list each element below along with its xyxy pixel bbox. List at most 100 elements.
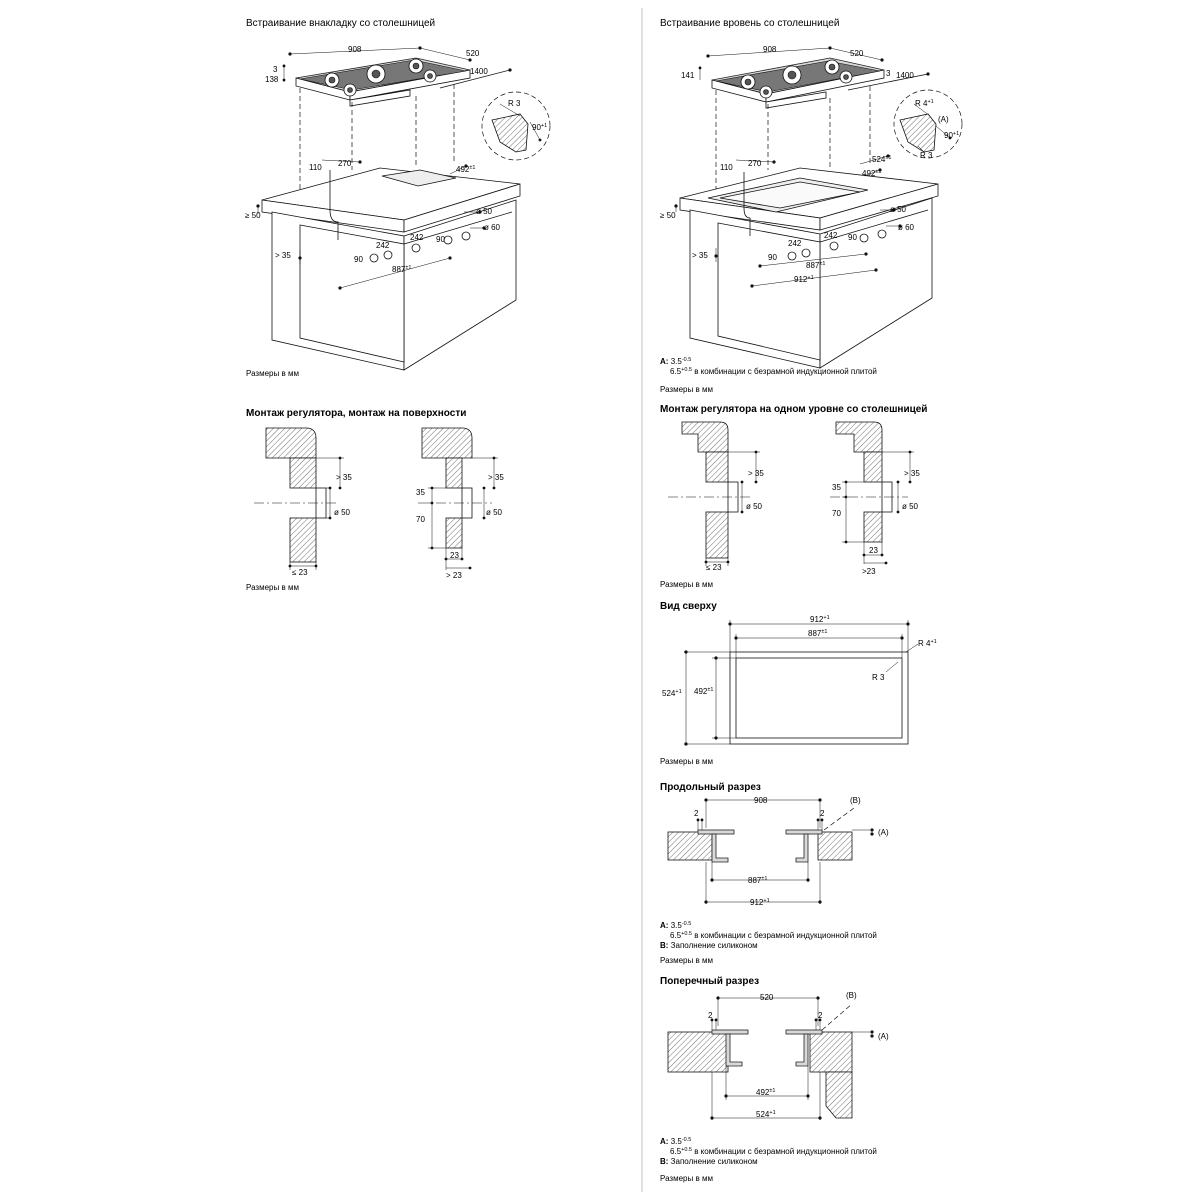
right-note-2: A: 3.5-0.5 6.5+0.5 в комбинации с безрам… — [660, 921, 877, 950]
right-dim-ge50: ≥ 50 — [660, 211, 676, 220]
left-column: Встраивание внакладку со столешницей — [245, 18, 551, 592]
left-ctrl-section-2 — [418, 427, 498, 570]
right-knobs — [787, 229, 887, 261]
right-dim-912: 912+1 — [794, 275, 814, 284]
right-dim-o60: ø 60 — [898, 223, 915, 232]
right-units-1: Размеры в мм — [660, 385, 713, 394]
right-column: Встраивание вровень со столешницей — [660, 18, 963, 1183]
right-note-1: A: 3.5-0.5 6.5+0.5 в комбинации с безрам… — [660, 357, 877, 376]
left-ctrl-23: 23 — [450, 551, 459, 560]
right-dim-492: 492±1 — [862, 169, 881, 178]
right-dim-887: 887±1 — [806, 261, 825, 270]
right-title-ctrl: Монтаж регулятора на одном уровне со сто… — [660, 404, 927, 415]
left-ctrl-70: 70 — [416, 515, 425, 524]
left-dim-270: 270 — [338, 159, 352, 168]
right-dim-90: 90+1 — [944, 131, 959, 140]
right-dim-524: 524±1 — [872, 155, 891, 164]
right-dim-r3: R 3 — [920, 151, 933, 160]
right-ctrl-section-1 — [668, 421, 760, 566]
right-long-a: (A) — [878, 828, 889, 837]
right-dim-a: (A) — [938, 115, 949, 124]
left-dim-90: 90+1 — [532, 123, 547, 132]
right-long-912: 912+1 — [750, 898, 770, 907]
right-view-r3: R 3 — [872, 673, 885, 682]
right-top-view — [684, 620, 919, 746]
right-long-section — [667, 798, 874, 904]
right-long-887: 887±1 — [748, 876, 767, 885]
left-dim-110: 110 — [309, 163, 322, 172]
right-dim-1400: 1400 — [896, 71, 914, 80]
left-dim-o60: ø 60 — [484, 223, 501, 232]
left-units-1: Размеры в мм — [246, 369, 299, 378]
right-dim-242a: 242 — [788, 239, 802, 248]
right-dim-908: 908 — [763, 45, 777, 54]
left-hob-iso-drawing — [256, 46, 551, 371]
right-dim-r4: R 4+1 — [915, 99, 934, 108]
right-dim-o50: ø 50 — [890, 205, 907, 214]
right-cross-a: (A) — [878, 1032, 889, 1041]
left-ctrl-le23: ≤ 23 — [292, 568, 308, 577]
right-cross-2b: 2 — [818, 1011, 823, 1020]
left-ctrl-gt23: > 23 — [446, 571, 462, 580]
right-dim-90b: 90 — [848, 233, 857, 242]
svg-text:A: 3.5-0.5: A: 3.5-0.5 — [660, 921, 691, 930]
left-dim-gt35: > 35 — [275, 251, 291, 260]
right-long-2b: 2 — [820, 809, 825, 818]
right-cross-section — [667, 996, 874, 1120]
left-dim-492: 492±1 — [456, 165, 475, 174]
left-dim-908: 908 — [348, 45, 362, 54]
left-dim-r3: R 3 — [508, 99, 521, 108]
left-ctrl-o50a: ø 50 — [334, 508, 351, 517]
left-dim-520: 520 — [466, 49, 480, 58]
right-view-887: 887±1 — [808, 629, 827, 638]
left-dim-1400: 1400 — [470, 67, 488, 76]
right-ctrl-35: 35 — [832, 483, 841, 492]
svg-text:6.5+0.5 в комбинации с безрамн: 6.5+0.5 в комбинации с безрамной индукци… — [670, 1147, 877, 1156]
right-ctrl-gt35b: > 35 — [904, 469, 920, 478]
left-dim-ge50: ≥ 50 — [245, 211, 261, 220]
left-dim-o50: ø 50 — [476, 207, 493, 216]
right-ctrl-23: 23 — [869, 546, 878, 555]
svg-text:A: 3.5-0.5: A: 3.5-0.5 — [660, 357, 691, 366]
right-dim-3: 3 — [886, 69, 891, 78]
right-dim-110: 110 — [720, 163, 733, 172]
svg-text:6.5+0.5 в комбинации с безрамн: 6.5+0.5 в комбинации с безрамной индукци… — [670, 367, 877, 376]
left-ctrl-gt35a: > 35 — [336, 473, 352, 482]
right-long-908: 908 — [754, 796, 768, 805]
right-units-5: Размеры в мм — [660, 1174, 713, 1183]
right-ctrl-o50a: ø 50 — [746, 502, 763, 511]
right-cross-2a: 2 — [708, 1011, 713, 1020]
right-ctrl-70: 70 — [832, 509, 841, 518]
svg-text:6.5+0.5 в комбинации с безрамн: 6.5+0.5 в комбинации с безрамной индукци… — [670, 931, 877, 940]
right-long-b: (B) — [850, 796, 861, 805]
right-title-top: Встраивание вровень со столешницей — [660, 18, 839, 29]
right-ctrl-gt35a: > 35 — [748, 469, 764, 478]
right-dim-270: 270 — [748, 159, 762, 168]
svg-text:B: Заполнение силиконом: B: Заполнение силиконом — [660, 1157, 758, 1166]
right-cross-520: 520 — [760, 993, 774, 1002]
left-knobs — [369, 231, 471, 263]
left-dim-138: 138 — [265, 75, 279, 84]
left-title-ctrl: Монтаж регулятора, монтаж на поверхности — [246, 408, 466, 419]
left-ctrl-35: 35 — [416, 488, 425, 497]
right-units-2: Размеры в мм — [660, 580, 713, 589]
right-view-524: 524+1 — [662, 689, 682, 698]
right-dim-520: 520 — [850, 49, 864, 58]
left-dim-90a: 90 — [354, 255, 363, 264]
left-dim-242b: 242 — [410, 233, 424, 242]
svg-text:B: Заполнение силиконом: B: Заполнение силиконом — [660, 941, 758, 950]
left-dim-3: 3 — [273, 65, 278, 74]
left-ctrl-gt35b: > 35 — [488, 473, 504, 482]
left-dim-90b: 90 — [436, 235, 445, 244]
right-units-3: Размеры в мм — [660, 757, 713, 766]
left-title-top: Встраивание внакладку со столешницей — [246, 18, 435, 29]
right-long-2a: 2 — [694, 809, 699, 818]
right-view-r4: R 4+1 — [918, 639, 937, 648]
right-ctrl-section-2 — [830, 421, 914, 565]
left-dim-242a: 242 — [376, 241, 390, 250]
left-ctrl-section-1 — [254, 427, 344, 570]
right-cross-b: (B) — [846, 991, 857, 1000]
right-dim-gt35: > 35 — [692, 251, 708, 260]
right-ctrl-o50b: ø 50 — [902, 502, 919, 511]
